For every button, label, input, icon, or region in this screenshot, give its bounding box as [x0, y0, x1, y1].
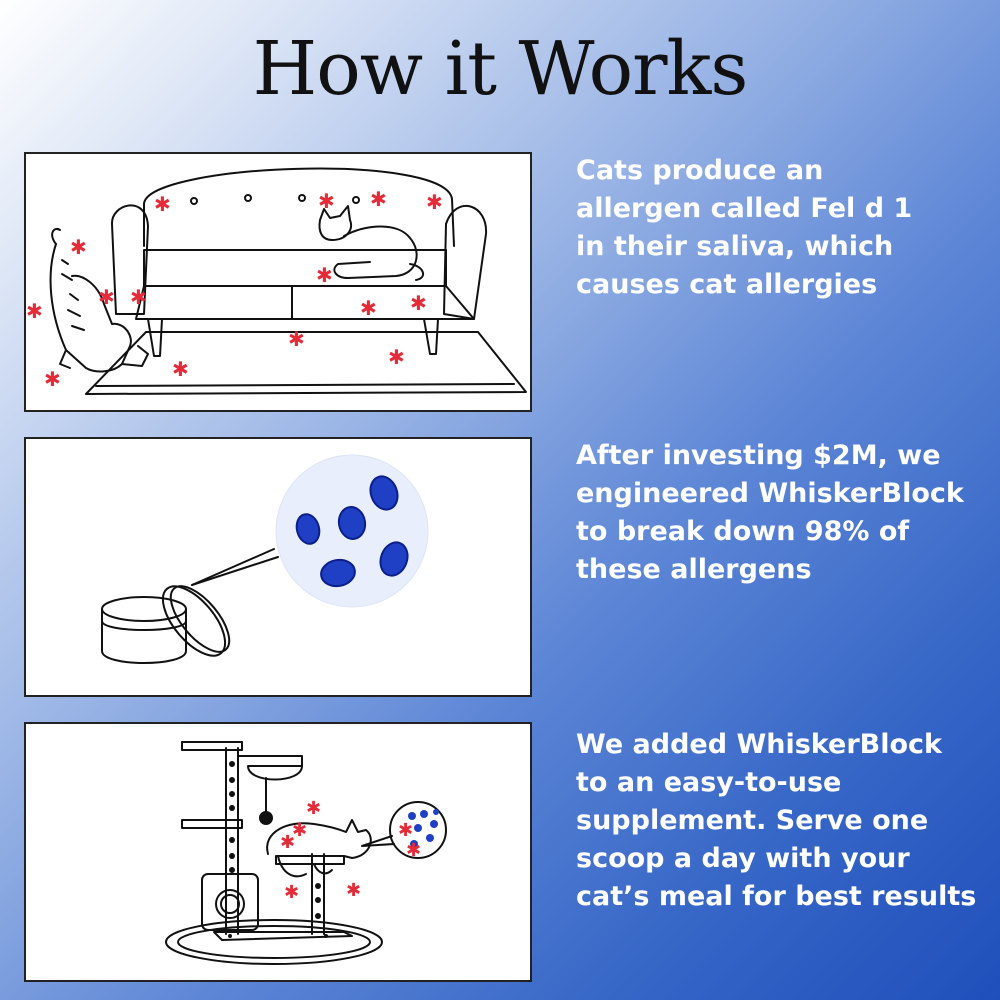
- svg-text:✱: ✱: [288, 327, 305, 351]
- step-3-text: We added WhiskerBlock to an easy-to-use …: [576, 729, 977, 912]
- svg-text:✱: ✱: [98, 285, 115, 309]
- step-1-illustration: ✱ ✱ ✱ ✱ ✱ ✱ ✱ ✱ ✱ ✱ ✱ ✱ ✱ ✱ ✱: [24, 152, 532, 412]
- cat-tree-icon: ✱✱✱ ✱✱✱ ✱: [165, 741, 447, 965]
- svg-text:✱: ✱: [154, 192, 171, 216]
- svg-text:✱: ✱: [360, 296, 377, 320]
- page-title: How it Works: [252, 26, 749, 112]
- svg-text:✱: ✱: [388, 345, 405, 369]
- svg-text:✱: ✱: [70, 235, 87, 259]
- step-2-illustration: [24, 437, 532, 697]
- step-1-text: Cats produce an allergen called Fel d 1 …: [576, 155, 913, 300]
- step-2-text: After investing $2M, we engineered Whisk…: [576, 440, 964, 585]
- couch-with-cats-icon: ✱ ✱ ✱ ✱ ✱ ✱ ✱ ✱ ✱ ✱ ✱ ✱ ✱ ✱ ✱: [26, 167, 527, 395]
- step-3-illustration: ✱✱✱ ✱✱✱ ✱: [24, 722, 532, 982]
- svg-text:✱: ✱: [398, 820, 413, 841]
- svg-text:✱: ✱: [406, 840, 421, 861]
- supplement-tin-magnified-icon: [101, 454, 429, 664]
- svg-text:✱: ✱: [172, 357, 189, 381]
- svg-text:✱: ✱: [410, 291, 427, 315]
- svg-text:✱: ✱: [130, 285, 147, 309]
- svg-text:✱: ✱: [44, 367, 61, 391]
- svg-text:✱: ✱: [292, 820, 307, 841]
- svg-text:✱: ✱: [280, 832, 295, 853]
- svg-text:✱: ✱: [284, 882, 299, 903]
- svg-text:✱: ✱: [346, 880, 361, 901]
- svg-text:✱: ✱: [370, 187, 387, 211]
- svg-text:✱: ✱: [426, 190, 443, 214]
- svg-text:✱: ✱: [318, 189, 335, 213]
- svg-text:✱: ✱: [306, 798, 321, 819]
- svg-text:✱: ✱: [26, 299, 43, 323]
- svg-text:✱: ✱: [316, 263, 333, 287]
